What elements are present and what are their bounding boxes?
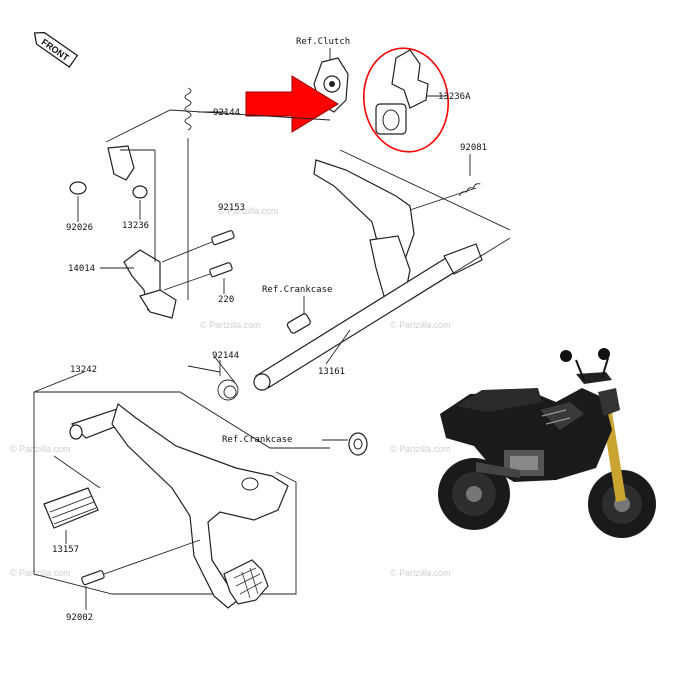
bolt-220: 220 [163, 262, 234, 305]
front-indicator: FRONT [33, 31, 79, 68]
watermark: © Partzilla.com [390, 568, 451, 578]
part-label-92144-top: 92144 [213, 108, 240, 118]
part-label-14014: 14014 [68, 264, 95, 274]
pin-92081: 92081 [459, 143, 487, 197]
part-label-13242: 13242 [70, 365, 97, 375]
bolt-92153: 92153 [161, 203, 245, 263]
crankcase-seal-lower: Ref.Crankcase [222, 432, 368, 456]
shift-shaft-13161: 13161 [253, 237, 511, 391]
watermark: © Partzilla.com [390, 320, 451, 330]
left-linkage: 92026 13236 14014 [66, 109, 331, 319]
bolt-92002: 92002 [66, 539, 201, 623]
ref-clutch-label: Ref.Clutch [296, 37, 350, 47]
crankcase-seal-upper: Ref.Crankcase [262, 285, 332, 334]
part-label-220: 220 [218, 295, 234, 305]
highlighted-part-13236A: 13236A [362, 47, 471, 153]
watermark: © Partzilla.com [218, 206, 279, 216]
part-label-92026: 92026 [66, 223, 93, 233]
part-label-92144-mid: 92144 [212, 351, 239, 361]
shift-pedal-group: 13242 13157 [33, 365, 330, 609]
ref-crankcase-upper-label: Ref.Crankcase [262, 285, 332, 295]
watermark: © Partzilla.com [390, 444, 451, 454]
watermark: © Partzilla.com [10, 444, 71, 454]
part-label-13161: 13161 [318, 367, 345, 377]
ref-crankcase-lower-label: Ref.Crankcase [222, 435, 292, 445]
part-label-13236A: 13236A [438, 92, 471, 102]
watermark: © Partzilla.com [10, 568, 71, 578]
motorcycle-photo [438, 348, 656, 538]
highlight-arrow [245, 75, 339, 133]
shift-arm [313, 149, 511, 301]
part-label-92153: 92153 [218, 203, 245, 213]
part-label-13236: 13236 [122, 221, 149, 231]
part-label-92002: 92002 [66, 613, 93, 623]
part-label-92081: 92081 [460, 143, 487, 153]
spring-92144-mid: 92144 [187, 351, 239, 401]
watermark: © Partzilla.com [200, 320, 261, 330]
pedal-rubber-13157: 13157 [43, 487, 99, 555]
part-label-13157: 13157 [52, 545, 79, 555]
